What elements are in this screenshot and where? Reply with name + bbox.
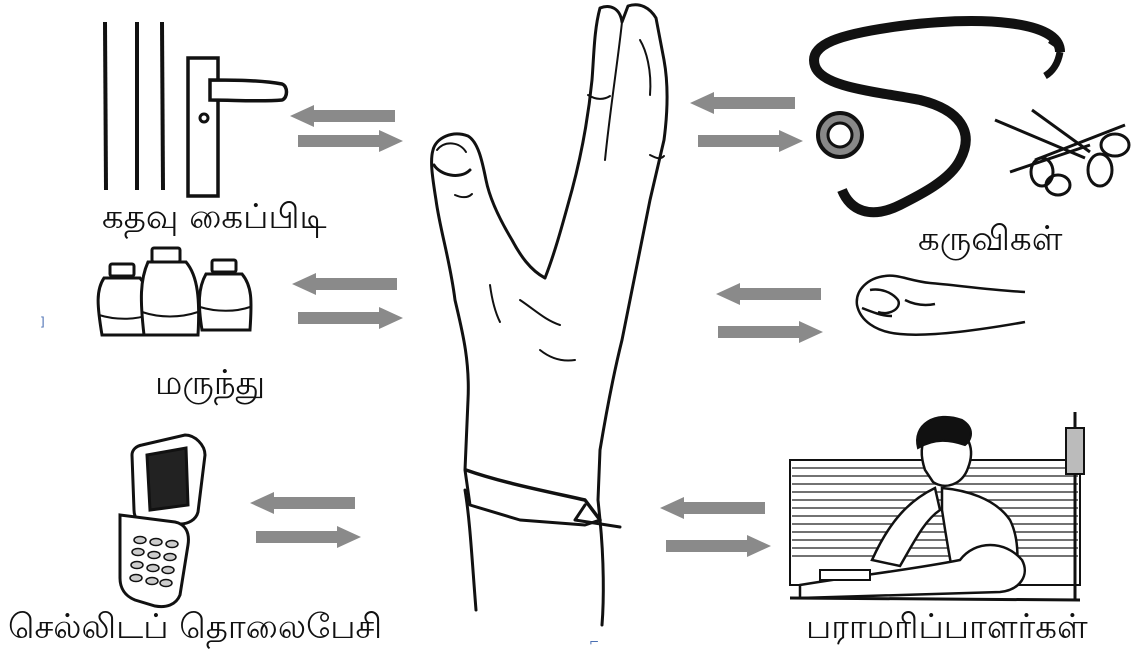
patient-hand-icon xyxy=(857,276,1025,335)
door-handle-icon xyxy=(105,22,287,196)
label-instruments: கருவிகள் xyxy=(918,222,1062,256)
hand-icon xyxy=(432,5,667,625)
label-medicine: மருந்து xyxy=(155,366,265,400)
medicine-bottles-icon xyxy=(98,248,251,335)
stethoscope-scissors-icon xyxy=(814,21,1129,212)
flip-phone-icon xyxy=(120,435,205,607)
nurse-bedside-icon xyxy=(790,412,1084,600)
label-caregivers: பராமரிப்பாளர்கள் xyxy=(806,610,1088,644)
label-mobile-phone: செல்லிடப் தொலைபேசி xyxy=(8,610,382,644)
stray-mark-bottom: ⌐ xyxy=(589,636,599,648)
stray-mark-left: ] xyxy=(40,316,45,328)
label-door-handle: கதவு கைப்பிடி xyxy=(102,200,327,234)
